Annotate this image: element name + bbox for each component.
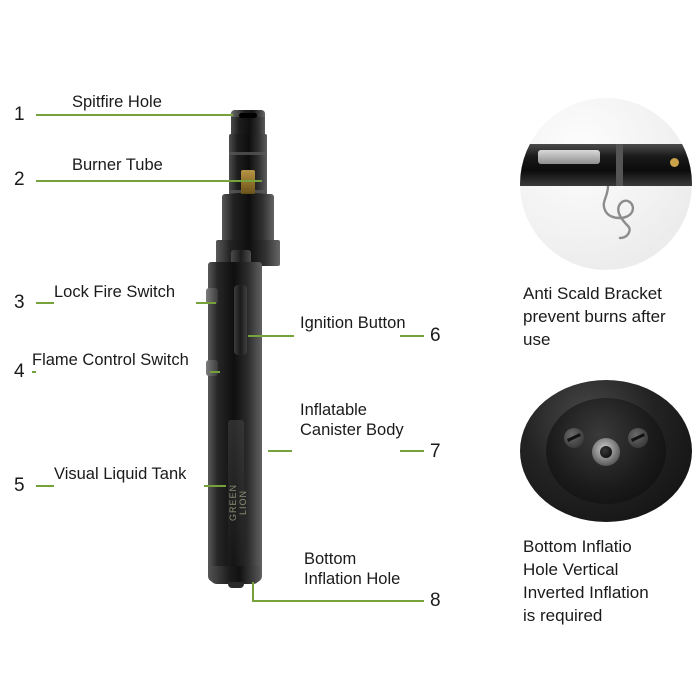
callout-label-3: Lock Fire Switch <box>54 283 176 301</box>
callout-number-8: 8 <box>430 590 441 611</box>
lock-fire-switch <box>206 288 218 304</box>
callout-line-4b <box>32 371 36 373</box>
detail1-tip <box>538 150 600 164</box>
callout-number-7: 7 <box>430 441 441 462</box>
callout-line-7b <box>400 450 424 452</box>
bottom-inflation-hole <box>228 582 244 588</box>
detail2-screw-left <box>564 428 584 448</box>
callout-label-6: Ignition Button <box>300 314 406 332</box>
callout-line-3a <box>36 302 54 304</box>
callout-line-5a <box>36 485 54 487</box>
callout-line-6b <box>400 335 424 337</box>
callout-line-8 <box>252 600 424 602</box>
brand-text: GREEN LION <box>228 483 248 521</box>
callout-label-2: Burner Tube <box>72 156 163 174</box>
visual-liquid-tank <box>228 420 244 570</box>
detail-caption-2: Bottom Inflatio Hole Vertical Inverted I… <box>523 537 649 625</box>
spitfire-hole <box>239 113 257 118</box>
callout-number-4: 4 <box>14 361 25 382</box>
detail-photo-anti-scald-bracket <box>520 98 692 270</box>
ignition-button <box>234 285 247 355</box>
flame-control-switch <box>206 360 218 376</box>
detail2-screw-right <box>628 428 648 448</box>
detail2-valve-core <box>600 446 612 458</box>
detail-photo-bottom-inflation-hole <box>520 380 692 522</box>
callout-label-8: Bottom Inflation Hole <box>304 550 401 589</box>
callout-label-4: Flame Control Switch <box>32 351 189 369</box>
detail1-port <box>670 158 679 167</box>
callout-line-8-vertical <box>252 582 254 600</box>
burner-window <box>241 170 255 200</box>
callout-label-7: Inflatable Canister Body <box>300 401 404 440</box>
callout-number-6: 6 <box>430 325 441 346</box>
detail1-band <box>616 144 623 186</box>
neck-section <box>222 194 274 244</box>
callout-line-4c <box>210 371 220 373</box>
body-bottom <box>210 566 260 584</box>
callout-line-3b <box>196 302 216 304</box>
detail-caption-1: Anti Scald Bracket prevent burns after u… <box>523 284 666 349</box>
callout-line-6a <box>248 335 294 337</box>
callout-number-1: 1 <box>14 104 25 125</box>
callout-number-2: 2 <box>14 169 25 190</box>
callout-label-1: Spitfire Hole <box>72 93 162 111</box>
callout-line-7a <box>268 450 292 452</box>
anti-scald-bracket-icon <box>602 186 635 240</box>
callout-line-2 <box>36 180 262 182</box>
callout-number-5: 5 <box>14 475 25 496</box>
callout-number-3: 3 <box>14 292 25 313</box>
callout-line-5b <box>204 485 226 487</box>
callout-line-1 <box>36 114 233 116</box>
burner-ring-upper <box>229 152 267 155</box>
callout-label-5: Visual Liquid Tank <box>54 465 187 483</box>
